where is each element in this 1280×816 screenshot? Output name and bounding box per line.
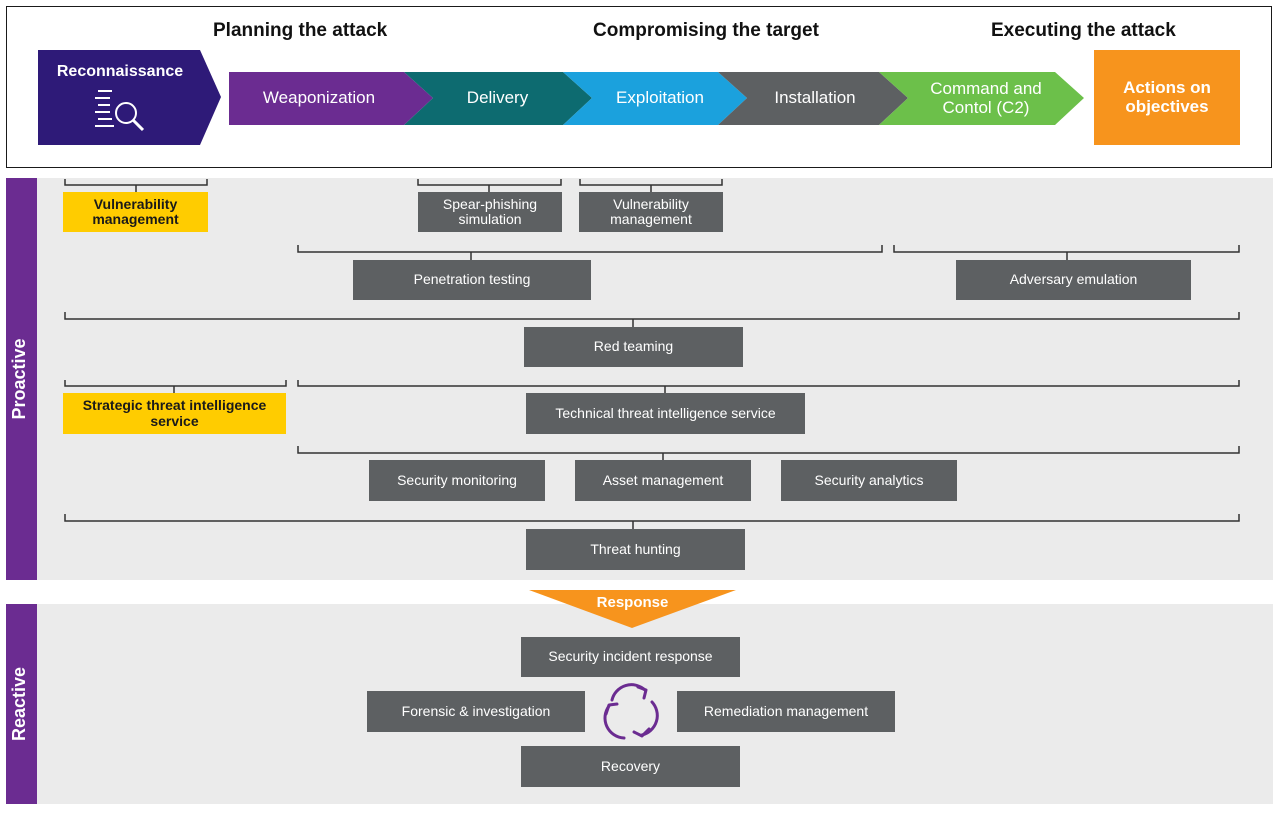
reactive-label: Reactive: [9, 666, 29, 742]
installation-label: Installation: [774, 88, 856, 108]
phase-heading-compromising: Compromising the target: [593, 20, 819, 41]
strategic-threat-intelligence-box: Strategic threat intelligence service: [63, 393, 286, 434]
security-incident-response-box: Security incident response: [521, 637, 740, 677]
phase-heading-executing: Executing the attack: [991, 20, 1176, 41]
remediation-management-box: Remediation management: [677, 691, 895, 732]
adversary-emulation-box: Adversary emulation: [956, 260, 1191, 300]
recovery-box: Recovery: [521, 746, 740, 787]
threat-hunting-box: Threat hunting: [526, 529, 745, 570]
vulnerability-management-box-left: Vulnerability management: [63, 192, 208, 232]
penetration-testing-box: Penetration testing: [353, 260, 591, 300]
exploitation-label: Exploitation: [616, 88, 704, 108]
security-monitoring-box: Security monitoring: [369, 460, 545, 501]
red-teaming-box: Red teaming: [524, 327, 743, 367]
vulnerability-management-box-right: Vulnerability management: [579, 192, 723, 232]
technical-threat-intelligence-box: Technical threat intelligence service: [526, 393, 805, 434]
delivery-label: Delivery: [466, 88, 529, 108]
phase-heading-planning: Planning the attack: [213, 20, 388, 41]
asset-management-box: Asset management: [575, 460, 751, 501]
response-label: Response: [596, 593, 669, 611]
proactive-label: Proactive: [9, 338, 29, 420]
reactive-side-bar: [6, 604, 37, 804]
actions-on-objectives-label: Actions on objectives: [1123, 77, 1211, 116]
command-control-label: Command and Contol (C2): [930, 78, 1042, 117]
proactive-side-bar: [6, 178, 37, 580]
weaponization-label: Weaponization: [262, 88, 376, 108]
proactive-band: [6, 178, 1273, 580]
forensic-investigation-box: Forensic & investigation: [367, 691, 585, 732]
spear-phishing-simulation-box: Spear-phishing simulation: [418, 192, 562, 232]
reconnaissance-label: Reconnaissance: [56, 63, 184, 81]
security-analytics-box: Security analytics: [781, 460, 957, 501]
